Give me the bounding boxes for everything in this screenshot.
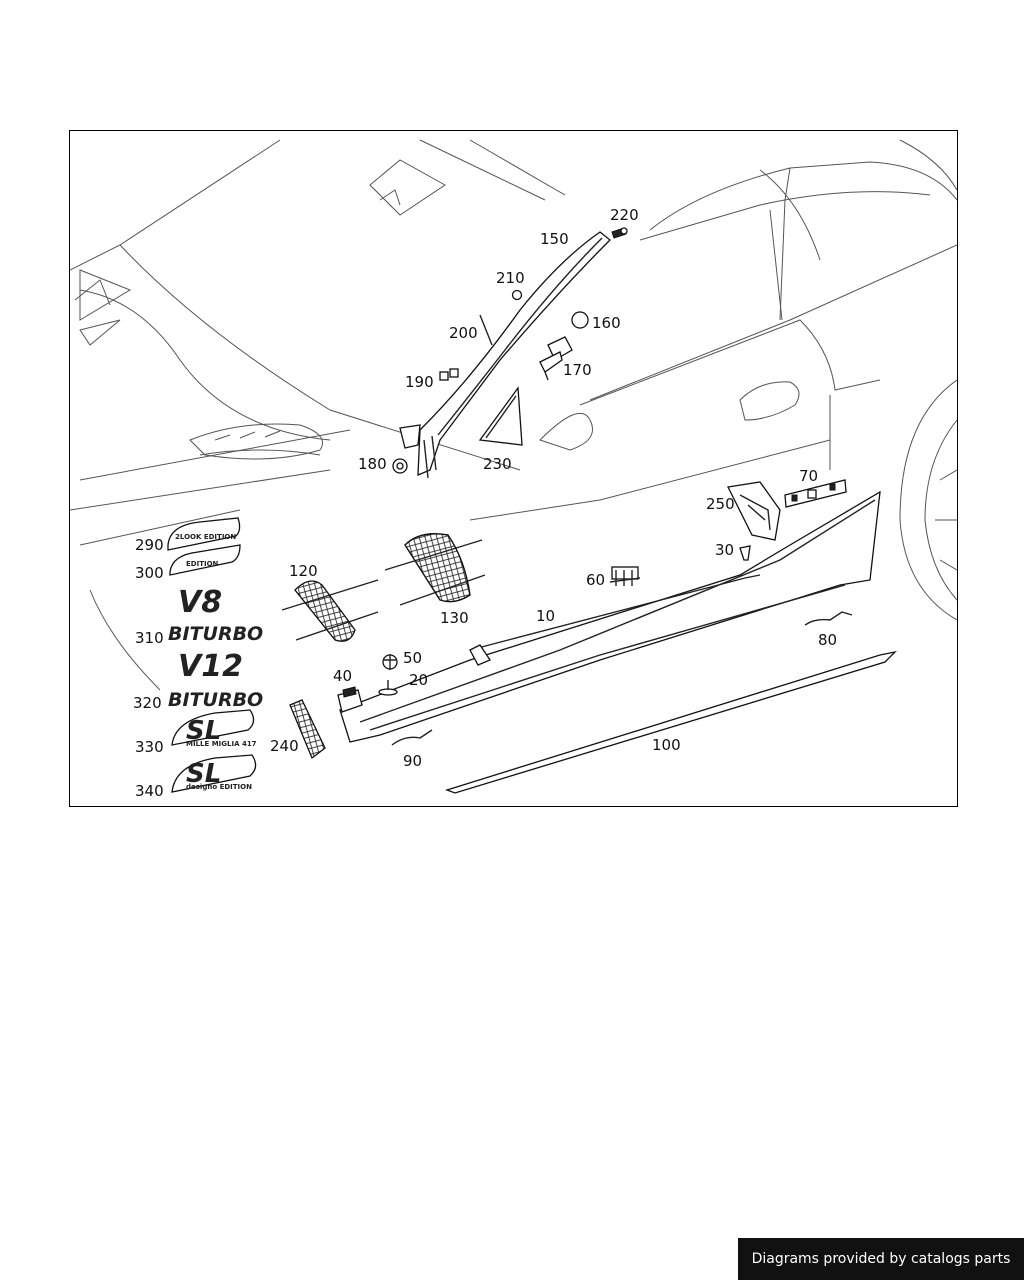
- part-190-clips: [439, 368, 459, 381]
- svg-text:EDITION: EDITION: [186, 560, 219, 568]
- part-90-end-piece: [391, 729, 433, 746]
- svg-text:SL: SL: [186, 716, 221, 746]
- svg-text:SL: SL: [186, 759, 221, 789]
- part-70-retainer: [784, 479, 847, 508]
- callout-190: 190: [405, 373, 434, 391]
- callout-120: 120: [289, 562, 318, 580]
- svg-text:MILLE MIGLIA 417: MILLE MIGLIA 417: [186, 740, 257, 748]
- callout-300: 300: [135, 564, 164, 582]
- callout-90: 90: [403, 752, 422, 770]
- badge-310-v8: V8: [178, 585, 222, 620]
- part-120-fender-vent: [281, 579, 379, 642]
- part-10-side-sill: [339, 490, 881, 743]
- part-60-clip: [609, 566, 641, 586]
- callout-230: 230: [483, 455, 512, 473]
- footer-credit: Diagrams provided by catalogs parts: [738, 1238, 1024, 1280]
- callout-170: 170: [563, 361, 592, 379]
- part-250-bracket: [727, 481, 781, 541]
- callout-labels: 10 20 30 40 50 60 70 80 90 100 120 130 1…: [133, 206, 837, 800]
- callout-30: 30: [715, 541, 734, 559]
- part-40-bracket: [337, 686, 363, 713]
- callout-340: 340: [135, 782, 164, 800]
- part-50-clip: [382, 654, 398, 670]
- part-20-stud: [378, 680, 398, 696]
- callout-50: 50: [403, 649, 422, 667]
- part-180-grommet: [392, 458, 408, 474]
- part-170-bracket: [539, 336, 573, 381]
- badge-310-biturbo: BITURBO: [168, 623, 263, 645]
- svg-text:2LOOK EDITION: 2LOOK EDITION: [175, 533, 236, 541]
- part-200-pin: [479, 314, 493, 346]
- callout-250: 250: [706, 495, 735, 513]
- callout-290: 290: [135, 536, 164, 554]
- badge-330: SL MILLE MIGLIA 417: [171, 709, 257, 748]
- part-130-fender-vent: [384, 533, 486, 606]
- callout-180: 180: [358, 455, 387, 473]
- callout-150: 150: [540, 230, 569, 248]
- part-150-pillar-trim: [399, 231, 611, 479]
- part-160-cap: [571, 311, 589, 329]
- badge-320-biturbo: BITURBO: [168, 689, 263, 711]
- svg-text:designo EDITION: designo EDITION: [186, 783, 252, 791]
- callout-10: 10: [536, 607, 555, 625]
- callout-310: 310: [135, 629, 164, 647]
- part-100-molding: [444, 650, 897, 794]
- callout-220: 220: [610, 206, 639, 224]
- part-220-screw: [611, 227, 628, 239]
- part-240-grille: [289, 699, 326, 760]
- callout-80: 80: [818, 631, 837, 649]
- callout-130: 130: [440, 609, 469, 627]
- part-30-clip: [739, 545, 751, 561]
- badge-320-v12: V12: [178, 649, 243, 684]
- badge-290: 2LOOK EDITION: [167, 517, 241, 551]
- callout-40: 40: [333, 667, 352, 685]
- callout-330: 330: [135, 738, 164, 756]
- callout-70: 70: [799, 467, 818, 485]
- callout-240: 240: [270, 737, 299, 755]
- callout-320: 320: [133, 694, 162, 712]
- part-210-nut: [511, 289, 523, 301]
- callout-60: 60: [586, 571, 605, 589]
- badge-300: EDITION: [169, 544, 241, 576]
- car-body-outline: [70, 139, 957, 691]
- diagram-frame: [69, 130, 958, 807]
- badge-340: SL designo EDITION: [171, 754, 257, 793]
- callout-100: 100: [652, 736, 681, 754]
- part-80-end-piece: [804, 611, 853, 626]
- callout-200: 200: [449, 324, 478, 342]
- callout-210: 210: [496, 269, 525, 287]
- callout-160: 160: [592, 314, 621, 332]
- callout-20: 20: [409, 671, 428, 689]
